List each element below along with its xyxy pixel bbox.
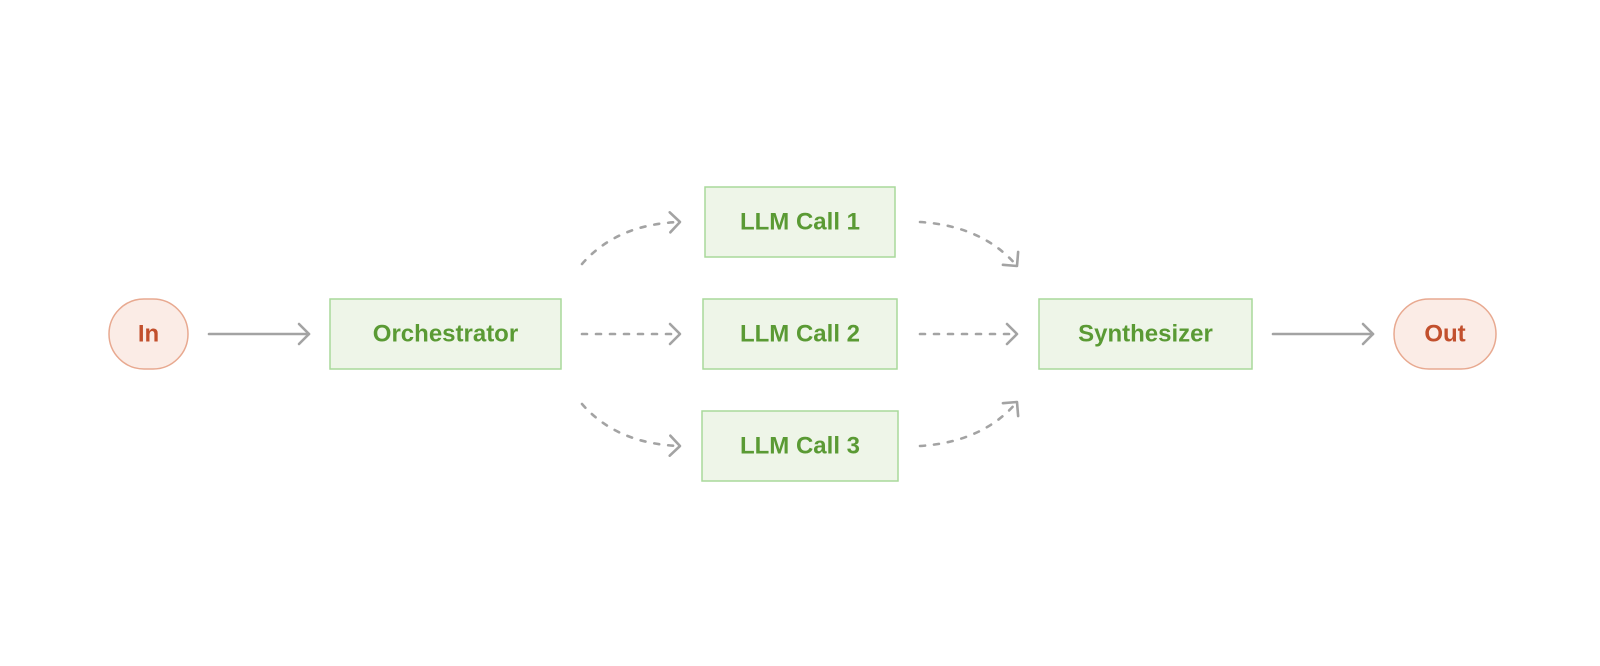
node-in-shape — [108, 298, 189, 370]
node-out: Out — [1393, 298, 1497, 370]
edge-llm-call-1-to-synthesizer — [918, 220, 1020, 268]
node-llm-call-3: LLM Call 3 — [701, 410, 899, 482]
edges — [207, 211, 1375, 457]
node-in-label: In — [138, 321, 159, 348]
node-orchestrator-shape — [329, 298, 562, 370]
node-llm-call-2-label: LLM Call 2 — [740, 321, 860, 348]
node-llm-call-2: LLM Call 2 — [702, 298, 898, 370]
node-orchestrator-label: Orchestrator — [373, 321, 518, 348]
node-synthesizer-label: Synthesizer — [1078, 321, 1213, 348]
node-llm-call-1-label: LLM Call 1 — [740, 209, 860, 236]
node-orchestrator: Orchestrator — [329, 298, 562, 370]
node-in: In — [108, 298, 189, 370]
node-synthesizer: Synthesizer — [1038, 298, 1253, 370]
node-llm-call-1-shape — [704, 186, 896, 258]
node-llm-call-2-shape — [702, 298, 898, 370]
node-llm-call-3-label: LLM Call 3 — [740, 433, 860, 460]
node-llm-call-3-shape — [701, 410, 899, 482]
edge-orchestrator-to-llm-call-3 — [580, 402, 682, 457]
edge-orchestrator-to-llm-call-1 — [580, 211, 682, 266]
node-out-shape — [1393, 298, 1497, 370]
node-out-label: Out — [1424, 321, 1465, 348]
node-llm-call-1: LLM Call 1 — [704, 186, 896, 258]
node-synthesizer-shape — [1038, 298, 1253, 370]
edge-llm-call-3-to-synthesizer — [918, 400, 1020, 448]
